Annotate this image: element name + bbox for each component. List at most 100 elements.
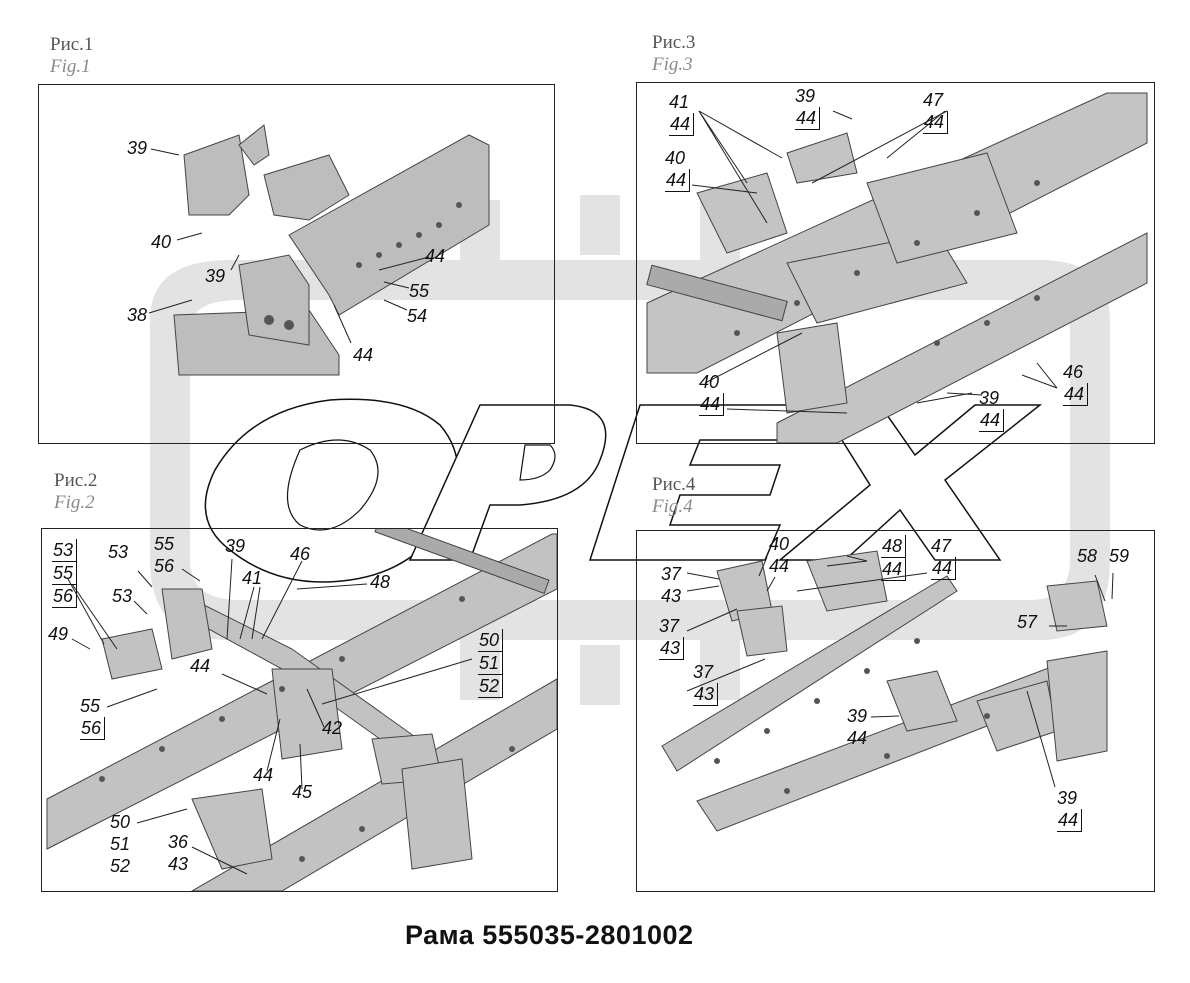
- fig2-callout-43: 43: [168, 854, 189, 874]
- fig3-callout-46-44: 46 44: [1063, 361, 1089, 406]
- fig3-callout-47-44: 47 44: [923, 89, 949, 134]
- fig2-callout-55b: 55: [80, 696, 101, 716]
- fig4-callout-39-44-b: 39 44: [1057, 787, 1083, 832]
- fig4-callout-43a: 43: [661, 586, 682, 606]
- fig2-callout-44-b: 44: [253, 765, 274, 785]
- fig4-callout-48-44: 48 44: [881, 535, 907, 581]
- fig2-callout-group3: 50 51 52: [110, 811, 130, 877]
- fig2-callout-52: 52: [478, 675, 504, 698]
- fig4-callout-37-43-c: 37 43: [693, 661, 719, 706]
- fig3-callout-40b-sub: 44: [699, 393, 725, 416]
- fig3-callout-39b-sub: 44: [979, 409, 1005, 432]
- fig1-label-ru: Рис.1: [50, 34, 94, 55]
- fig4-callout-44b: 44: [847, 728, 868, 748]
- fig4-callout-47-sub: 44: [931, 557, 957, 580]
- fig1-callout-54: 54: [407, 306, 428, 326]
- fig3-callout-47-sub: 44: [923, 111, 949, 134]
- fig4-callout-40-44: 40 44: [769, 533, 789, 577]
- fig2-callout-53: 53: [52, 539, 78, 562]
- fig1-callout-44-top: 44: [425, 246, 446, 266]
- fig2-callout-56b: 56: [80, 717, 106, 740]
- fig3-callout-41: 41: [669, 92, 690, 112]
- fig3-callout-41-44: 41 44: [669, 91, 695, 136]
- fig1-callout-40: 40: [151, 232, 172, 252]
- fig4-callout-37c: 37: [693, 662, 714, 682]
- fig2-callout-55-56: 55 56: [154, 533, 174, 577]
- fig4-callout-47: 47: [931, 536, 952, 556]
- fig4-callout-40: 40: [769, 534, 790, 554]
- fig2-callout-50b: 50: [110, 812, 131, 832]
- fig3-callout-40: 40: [665, 148, 686, 168]
- fig3-drawing: [646, 92, 1148, 443]
- fig2-callout-56-top: 56: [154, 556, 175, 576]
- fig4-callout-43c: 43: [693, 683, 719, 706]
- fig2-callout-36-43: 36 43: [168, 831, 188, 875]
- fig3-callout-39-44: 39 44: [795, 85, 821, 130]
- fig2-callout-51b: 51: [110, 834, 131, 854]
- fig2-callout-53-a: 53: [108, 542, 129, 562]
- fig3-panel: 41 44 39 44 47 44 40 44 40 44 39 44 46 4…: [636, 82, 1155, 444]
- fig4-callout-37-43-b: 37 43: [659, 615, 685, 660]
- fig4-callout-39b: 39: [1057, 788, 1078, 808]
- fig2-label: Рис.2 Fig.2: [54, 470, 97, 514]
- fig4-callout-44c: 44: [1057, 809, 1083, 832]
- fig4-panel: 37 43 40 44 48 44 47 44 58 59 37 43 57 3…: [636, 530, 1155, 892]
- fig4-callout-39-44-a: 39 44: [847, 705, 867, 749]
- fig2-callout-52b: 52: [110, 856, 131, 876]
- fig2-callout-56: 56: [52, 585, 78, 608]
- fig1-callout-38: 38: [127, 305, 148, 325]
- fig4-callout-59: 59: [1109, 546, 1130, 566]
- fig2-callout-49: 49: [48, 624, 69, 644]
- fig2-callout-39: 39: [225, 536, 246, 556]
- fig3-callout-46-sub: 44: [1063, 383, 1089, 406]
- fig2-callout-50: 50: [478, 629, 504, 652]
- fig2-callout-53-b: 53: [112, 586, 133, 606]
- fig4-callout-37a: 37: [661, 564, 682, 584]
- fig3-callout-46: 46: [1063, 362, 1084, 382]
- fig1-callout-44-bottom: 44: [353, 345, 374, 365]
- fig2-callout-group1: 53 55 56: [52, 539, 78, 608]
- fig4-label: Рис.4 Fig.4: [652, 474, 695, 518]
- fig1-callout-39-mid: 39: [205, 266, 226, 286]
- fig3-label-ru: Рис.3: [652, 32, 696, 53]
- fig2-callout-55: 55: [52, 562, 78, 585]
- fig3-callout-39b-44: 39 44: [979, 387, 1005, 432]
- fig4-callout-43b: 43: [659, 637, 685, 660]
- fig1-panel: 39 40 39 38 44 55 54 44: [38, 84, 555, 444]
- fig4-callout-37b: 37: [659, 616, 680, 636]
- fig2-label-ru: Рис.2: [54, 470, 98, 491]
- fig2-callout-42: 42: [322, 718, 343, 738]
- fig4-callout-57: 57: [1017, 612, 1038, 632]
- fig4-label-ru: Рис.4: [652, 474, 696, 495]
- fig4-callout-47-44: 47 44: [931, 535, 957, 580]
- fig1-callout-55: 55: [409, 281, 430, 301]
- fig2-callout-55-56-b: 55 56: [80, 695, 106, 740]
- fig4-drawing: [661, 550, 1114, 832]
- fig2-label-en: Fig.2: [54, 492, 95, 513]
- fig3-callout-39: 39: [795, 86, 816, 106]
- fig3-callout-39b: 39: [979, 388, 1000, 408]
- fig4-callout-39a: 39: [847, 706, 868, 726]
- fig1-label-en: Fig.1: [50, 56, 91, 77]
- fig4-label-en: Fig.4: [652, 496, 693, 517]
- fig3-callout-40b: 40: [699, 372, 720, 392]
- fig3-label-en: Fig.3: [652, 54, 693, 75]
- fig3-callout-40-44: 40 44: [665, 147, 691, 192]
- fig2-callout-55-top: 55: [154, 534, 175, 554]
- fig4-callout-58: 58: [1077, 546, 1098, 566]
- fig3-callout-39-sub: 44: [795, 107, 821, 130]
- fig4-callout-37-43-a: 37 43: [661, 563, 681, 607]
- fig4-callout-44a: 44: [769, 556, 790, 576]
- fig2-callout-51: 51: [478, 652, 504, 675]
- fig1-label: Рис.1 Fig.1: [50, 34, 93, 78]
- fig3-callout-40-sub: 44: [665, 169, 691, 192]
- fig2-callout-48: 48: [370, 572, 391, 592]
- fig2-callout-41: 41: [242, 568, 263, 588]
- fig2-callout-44-a: 44: [190, 656, 211, 676]
- fig3-callout-40b-44: 40 44: [699, 371, 725, 416]
- fig2-callout-36: 36: [168, 832, 189, 852]
- fig4-callout-48: 48: [881, 535, 907, 558]
- fig1-callout-39-top: 39: [127, 138, 148, 158]
- fig2-drawing: [46, 529, 557, 891]
- fig2-callout-46: 46: [290, 544, 311, 564]
